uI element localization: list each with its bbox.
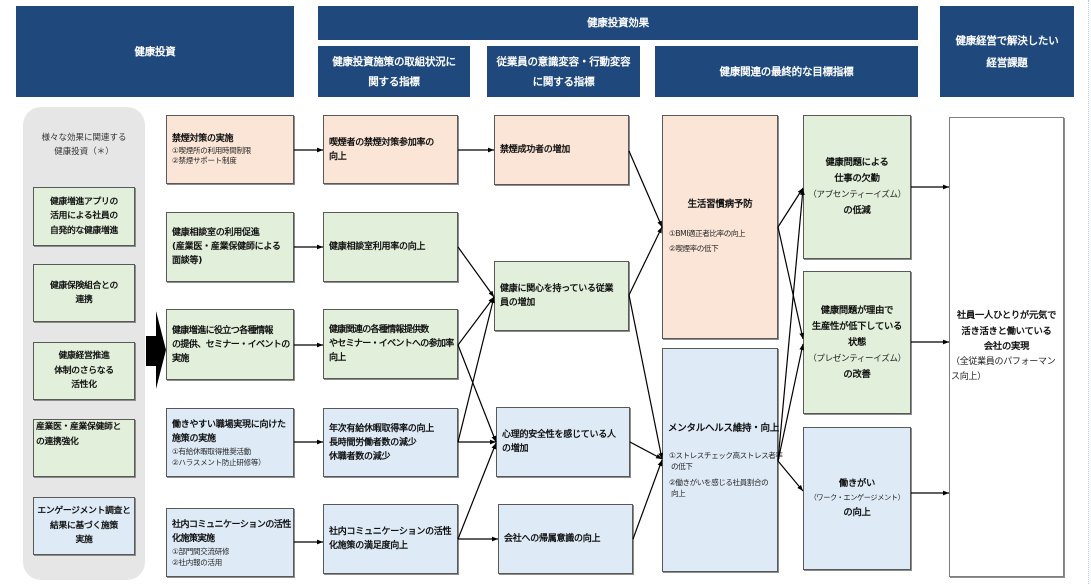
investment-subitem: ②ハラスメント防止研修等） (172, 457, 266, 467)
final-indicator-term: （ワーク・エンゲージメント） (809, 493, 905, 503)
final-indicator-tail: の低減 (843, 205, 871, 216)
investment-subitem: ①喫煙所の利用時間制限 (172, 145, 251, 155)
header-final-indicators: 健康関連の最終的な目標指標 (655, 46, 918, 97)
final-indicator-box: 健康問題が理由で 生産性が低下している 状態 （プレゼンティーイズム） の改善 (803, 271, 911, 414)
management-issue-title: 社員一人ひとりが元気で 活き活きと働いている 会社の実現 (956, 310, 1057, 353)
health-outcome-subitem: ②働きがいを感じる社員割合の 向上 (669, 477, 769, 498)
investment-title: 禁煙対策の実施 (172, 133, 234, 144)
investment-box: 禁煙対策の実施 ①喫煙所の利用時間制限 ②禁煙サポート制度 (166, 115, 294, 184)
initiative-indicator-text: 健康相談室利用率の向上 (329, 242, 426, 252)
arrow-outcome-2-to-final-2 (777, 343, 805, 462)
page-edge-divider (1088, 0, 1089, 584)
investment-title: 健康相談室の利用促進 (産業医・産業保健師による 面談等) (172, 228, 281, 266)
final-indicator-term: （プレゼンティーイズム） (808, 353, 906, 364)
behavior-indicator-box: 禁煙成功者の増加 (494, 115, 629, 185)
related-investment-item: 健康保険組合との 連携 (33, 264, 135, 322)
management-issue-box: 社員一人ひとりが元気で 活き活きと働いている 会社の実現 （全従業員のパフォーマ… (949, 117, 1064, 577)
investment-title: 健康増進に役立つ各種情報 の提供、セミナー・イベントの 実施 (172, 325, 290, 364)
final-indicator-title: 健康問題が理由で 生産性が低下している 状態 (811, 304, 903, 348)
arrow-behavior-3-to-outcome-2 (629, 441, 663, 460)
health-outcome-title: メンタルヘルス維持・向上 (668, 422, 780, 434)
behavior-indicator-box: 健康に関心を持っている従業 員の増加 (494, 261, 629, 331)
health-outcome-subitem: ②喫煙率の低下 (669, 244, 719, 253)
initiative-indicator-box: 健康関連の各種情報提供数 やセミナー・イベントへの参加率 向上 (323, 309, 458, 379)
initiative-indicator-box: 健康相談室利用率の向上 (323, 212, 458, 282)
header-initiative-indicators: 健康投資施策の取組状況に 関する指標 (318, 46, 470, 97)
arrow-initiative-3-to-behavior-3 (457, 344, 497, 443)
health-outcome-subitem: ①BMI適正者比率の向上 (669, 229, 746, 238)
final-indicator-tail: の向上 (843, 506, 871, 518)
arrow-behavior-2-to-outcome-1 (628, 226, 663, 296)
big-right-arrow-icon (146, 311, 166, 389)
initiative-indicator-box: 社内コミュニケーションの活性 化施策の満足度向上 (323, 504, 458, 574)
related-investments-panel: 様々な効果に関連する 健康投資（＊） 健康増進アプリの 活用による社員の 自発的… (23, 107, 145, 580)
initiative-indicator-box: 年次有給休暇取得率の向上 長時間労働者数の減少 休職者数の減少 (323, 408, 458, 477)
management-issue-note: （全従業員のパフォーマン ス向上） (951, 356, 1056, 383)
arrow-initiative-5-to-behavior-3 (457, 442, 497, 540)
arrow-outcome-1-to-final-1 (777, 187, 804, 228)
investment-box: 働きやすい職場実現に向けた 施策の実施 ①有給休暇取得推奨活動 ②ハラスメント防… (166, 408, 294, 477)
health-outcome-box: 生活習慣病予防 ①BMI適正者比率の向上 ②喫煙率の低下 (662, 115, 778, 339)
related-investment-item: 健康増進アプリの 活用による社員の 自発的な健康増進 (33, 187, 135, 246)
arrow-initiative-4-to-behavior-2 (457, 296, 495, 443)
behavior-indicator-text: 会社への帰属意識の向上 (504, 534, 601, 544)
behavior-indicator-box: 会社への帰属意識の向上 (498, 504, 633, 574)
health-outcome-title: 生活習慣病予防 (687, 199, 753, 210)
investment-subitem: ②禁煙サポート制度 (172, 155, 237, 165)
initiative-indicator-text: 社内コミュニケーションの活性 化施策の満足度向上 (329, 527, 452, 551)
initiative-indicator-box: 喫煙者の禁煙対策参加率の 向上 (323, 115, 458, 184)
header-investment-effects: 健康投資効果 (318, 6, 918, 40)
investment-subitem: ②社内報の活用 (172, 557, 222, 567)
investment-subitem: ①有給休暇取得推奨活動 (172, 446, 251, 456)
arrow-behavior-1-to-outcome-1 (628, 150, 663, 228)
final-indicator-title: 働きがい (838, 477, 876, 489)
final-indicator-box: 働きがい （ワーク・エンゲージメント） の向上 (803, 427, 911, 570)
behavior-indicator-text: 健康に関心を持っている従業 員の増加 (500, 284, 614, 308)
related-investments-title: 様々な効果に関連する 健康投資（＊） (41, 133, 127, 157)
arrow-initiative-2-to-behavior-2 (457, 246, 495, 298)
investment-box: 健康相談室の利用促進 (産業医・産業保健師による 面談等) (166, 212, 294, 282)
arrow-behavior-2-to-outcome-2 (628, 294, 664, 460)
behavior-indicator-text: 心理的安全性を感じている人 の増加 (502, 430, 616, 454)
header-management-issue: 健康経営で解決したい 経営課題 (940, 6, 1074, 97)
behavior-indicator-text: 禁煙成功者の増加 (500, 145, 571, 155)
arrow-outcome-2-to-final-1 (777, 188, 805, 462)
final-indicator-box: 健康問題による 仕事の欠勤 （アブセンティーイズム） の低減 (803, 115, 911, 259)
related-investment-item: 産業医・産業保健師と の連携強化 (33, 419, 135, 477)
arrow-initiative-3-to-behavior-2 (457, 296, 495, 346)
final-indicator-tail: の改善 (843, 368, 871, 380)
header-behavior-indicators: 従業員の意識変容・行動変容 に関する指標 (487, 46, 640, 97)
final-indicator-term: （アブセンティーイズム） (808, 190, 906, 200)
related-investment-item: 健康経営推進 体制のさらなる 活性化 (33, 342, 135, 400)
related-investment-item: エンゲージメント調査と 結果に基づく施策 実施 (33, 497, 135, 555)
arrow-outcome-2-to-final-3 (777, 460, 804, 492)
investment-box: 健康増進に役立つ各種情報 の提供、セミナー・イベントの 実施 (166, 309, 294, 380)
investment-title: 社内コミュニケーションの活性 化施策実施 (172, 519, 291, 544)
final-indicator-title: 健康問題による 仕事の欠勤 (825, 157, 889, 184)
arrow-outcome-1-to-final-2 (777, 226, 805, 340)
investment-box: 社内コミュニケーションの活性 化施策実施 ①部門間交流研修 ②社内報の活用 (166, 508, 294, 577)
header-health-investment: 健康投資 (16, 6, 294, 97)
initiative-indicator-text: 年次有給休暇取得率の向上 長時間労働者数の減少 休職者数の減少 (329, 423, 435, 462)
investment-subitem: ①部門間交流研修 (172, 546, 230, 556)
investment-title: 働きやすい職場実現に向けた 施策の実施 (172, 419, 286, 444)
arrow-behavior-4-to-outcome-2 (632, 459, 663, 540)
initiative-indicator-text: 喫煙者の禁煙対策参加率の 向上 (329, 137, 435, 162)
behavior-indicator-box: 心理的安全性を感じている人 の増加 (496, 407, 630, 477)
health-outcome-subitem: ①ストレスチェック高ストレス者率 の低下 (669, 450, 783, 471)
health-outcome-box: メンタルヘルス維持・向上 ①ストレスチェック高ストレス者率 の低下 ②働きがいを… (662, 348, 783, 572)
initiative-indicator-text: 健康関連の各種情報提供数 やセミナー・イベントへの参加率 向上 (329, 325, 454, 363)
